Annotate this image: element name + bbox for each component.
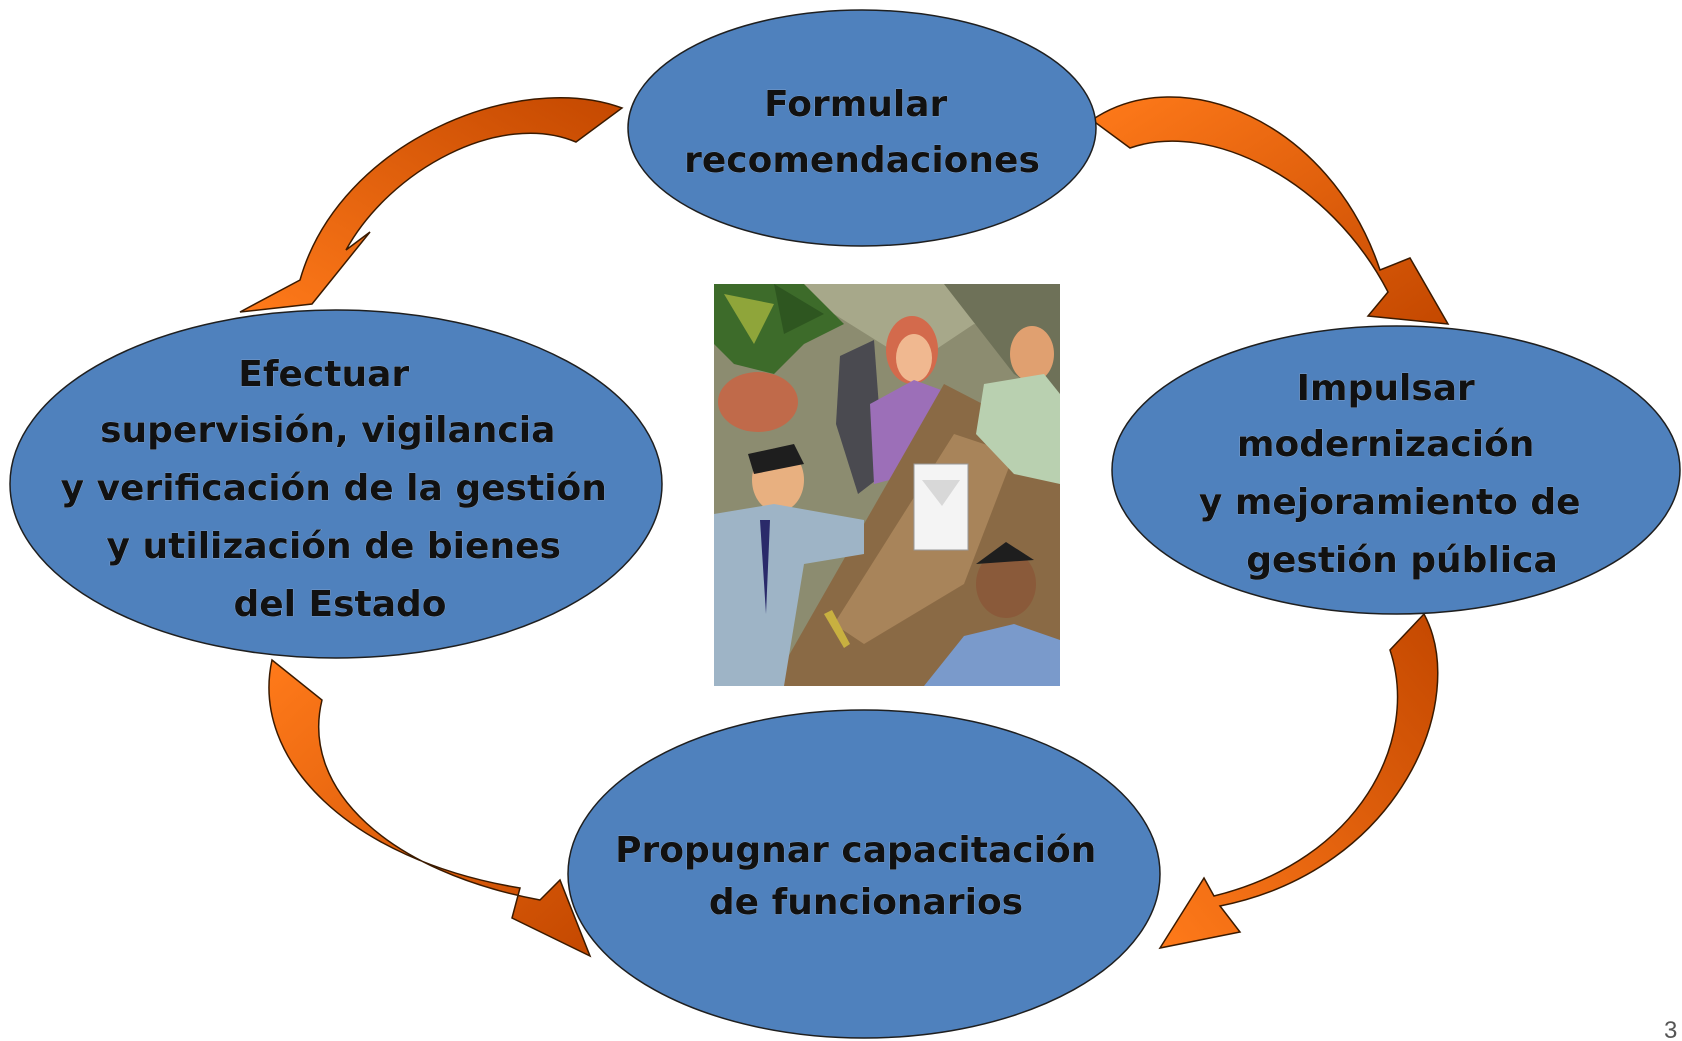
node-impulsar-shape [1111,325,1681,615]
node-formular: Formular recomendaciones [627,9,1097,247]
node-impulsar-label: Impulsar modernización y mejoramiento de… [1199,368,1593,581]
node-efectuar: Efectuar supervisión, vigilancia y verif… [9,309,663,659]
node-propugnar-line-2: de funcionarios [709,882,1023,923]
arrow-formular-to-impulsar [1090,96,1450,325]
node-efectuar-line-2: supervisión, vigilancia [100,410,555,451]
node-efectuar-label: Efectuar supervisión, vigilancia y verif… [61,354,620,625]
node-efectuar-shape [9,309,663,659]
node-efectuar-line-4: y utilización de bienes [107,526,561,567]
node-formular-line-1: Formular [764,84,947,125]
node-impulsar-line-3: y mejoramiento de [1199,482,1581,523]
node-formular-shape [627,9,1097,247]
node-propugnar-shape [567,709,1161,1039]
node-propugnar-label: Propugnar capacitación de funcionarios [615,830,1109,923]
node-impulsar-line-2: modernización [1237,424,1534,465]
meeting-clipart-icon [714,284,1060,686]
node-impulsar: Impulsar modernización y mejoramiento de… [1111,325,1681,615]
arrow-efectuar-to-formular [239,97,624,313]
arrow-efectuar-to-propugnar [268,658,592,958]
node-efectuar-line-5: del Estado [233,584,446,625]
node-propugnar-line-1: Propugnar capacitación [615,830,1096,871]
node-propugnar: Propugnar capacitación de funcionarios [567,709,1161,1039]
page-number: 3 [1664,1017,1677,1041]
node-formular-line-2: recomendaciones [684,140,1040,181]
node-impulsar-line-4: gestión pública [1246,540,1558,581]
node-efectuar-line-3: y verificación de la gestión [61,468,607,509]
node-formular-label: Formular recomendaciones [684,84,1040,181]
node-impulsar-line-1: Impulsar [1297,368,1475,409]
arrow-impulsar-to-propugnar [1158,612,1439,950]
node-efectuar-line-1: Efectuar [238,354,409,395]
